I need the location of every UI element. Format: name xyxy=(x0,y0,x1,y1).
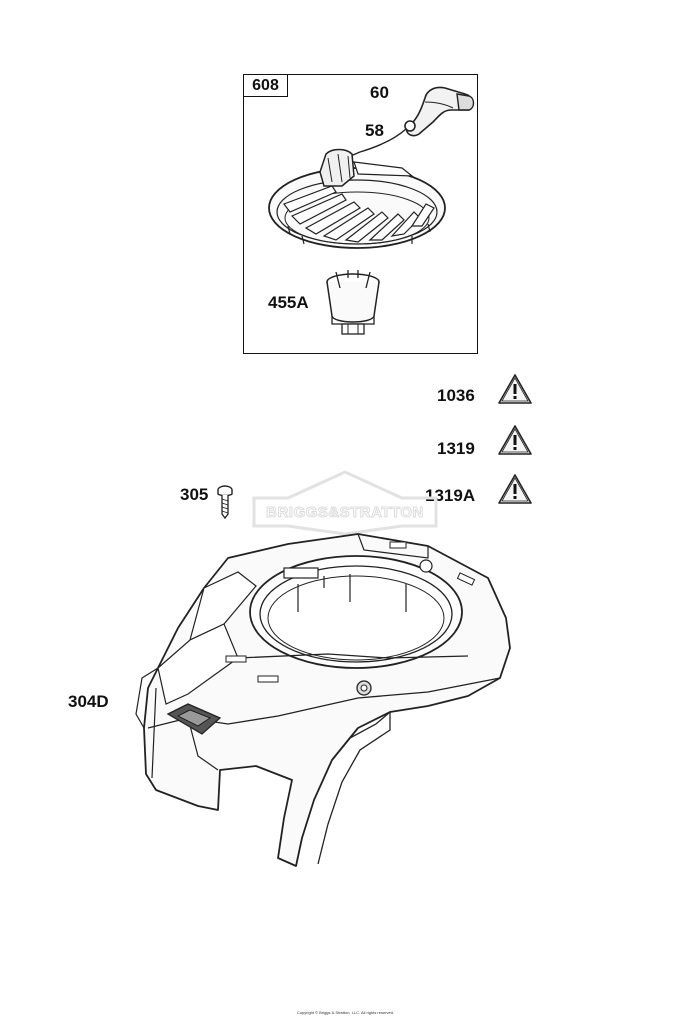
warning-label-1319: 1319 xyxy=(437,439,475,458)
warning-triangle-icon[interactable] xyxy=(497,473,533,505)
warning-triangle-icon[interactable] xyxy=(497,424,533,456)
screw-drawing[interactable] xyxy=(216,484,234,520)
blower-housing-drawing[interactable] xyxy=(128,528,518,873)
warning-label-1319a: 1319A xyxy=(425,486,476,505)
callout-screw: 305 xyxy=(180,485,209,504)
brand-watermark: BRIGGS&STRATTON xyxy=(252,470,438,536)
starter-handle-drawing[interactable] xyxy=(395,80,480,140)
watermark-text: BRIGGS&STRATTON xyxy=(266,504,424,522)
callout-housing: 304D xyxy=(68,692,109,711)
starter-cup-drawing[interactable] xyxy=(318,268,388,340)
starter-rope-drawing xyxy=(345,120,416,159)
kit-label: 608 xyxy=(244,75,288,97)
warning-label-1036: 1036 xyxy=(437,386,475,405)
recoil-starter-drawing[interactable] xyxy=(262,142,452,254)
warning-triangle-icon[interactable] xyxy=(497,373,533,405)
callout-rope: 58 xyxy=(365,121,384,140)
kit-608-box: 608 xyxy=(243,74,478,354)
callout-handle: 60 xyxy=(370,83,389,102)
copyright-footer: Copyright © Briggs & Stratton, LLC. All … xyxy=(296,1010,395,1015)
callout-cup: 455A xyxy=(268,293,309,312)
